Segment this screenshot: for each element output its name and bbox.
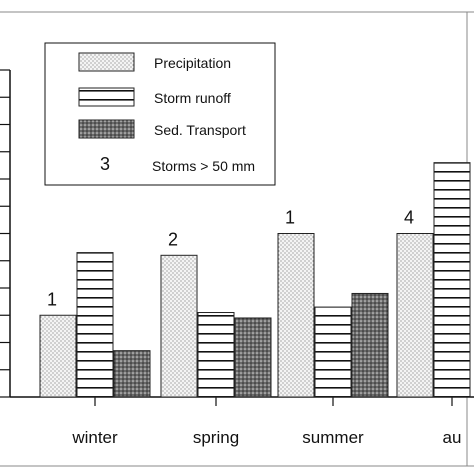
- bar-annotation: 1: [47, 289, 57, 309]
- legend-note-label: Storms > 50 mm: [152, 158, 255, 174]
- x-tick-label-spring: spring: [193, 428, 239, 447]
- bar-precipitation-winter: [39, 314, 77, 398]
- x-tick-label-winter: winter: [71, 428, 118, 447]
- legend-swatch-precipitation: [78, 52, 135, 72]
- bar-precipitation-au: [396, 233, 434, 398]
- legend-swatch-sed-transport: [78, 119, 135, 139]
- bar-annotation: 1: [285, 208, 295, 228]
- bar-annotations: 1 2 1 4: [47, 208, 414, 310]
- legend-label-sed-transport: Sed. Transport: [154, 122, 246, 138]
- bar-storm-runoff-winter: [76, 252, 114, 398]
- bar-annotation: 4: [404, 208, 414, 228]
- bar-storm-runoff-au: [433, 162, 471, 398]
- bar-annotation: 2: [168, 229, 178, 249]
- bar-precipitation-summer: [277, 233, 315, 398]
- x-tick-label-summer: summer: [302, 428, 364, 447]
- y-axis-ticks: [0, 69, 10, 398]
- legend-note-number: 3: [100, 154, 110, 174]
- x-axis-ticks: [94, 397, 453, 406]
- bar-sed-transport-winter: [113, 350, 151, 398]
- bar-storm-runoff-spring: [197, 312, 235, 398]
- legend-swatch-storm-runoff: [78, 87, 135, 107]
- x-tick-labels: winter spring summer au: [71, 428, 461, 447]
- bar-sed-transport-summer: [351, 292, 389, 398]
- bar-storm-runoff-summer: [314, 306, 352, 398]
- legend-label-precipitation: Precipitation: [154, 55, 231, 71]
- legend-label-storm-runoff: Storm runoff: [154, 90, 231, 106]
- legend: Precipitation Storm runoff Sed. Transpor…: [44, 42, 276, 186]
- x-tick-label-au: au: [443, 428, 462, 447]
- bar-sed-transport-spring: [234, 317, 272, 398]
- bars-group: [39, 162, 471, 398]
- bar-precipitation-spring: [160, 254, 198, 398]
